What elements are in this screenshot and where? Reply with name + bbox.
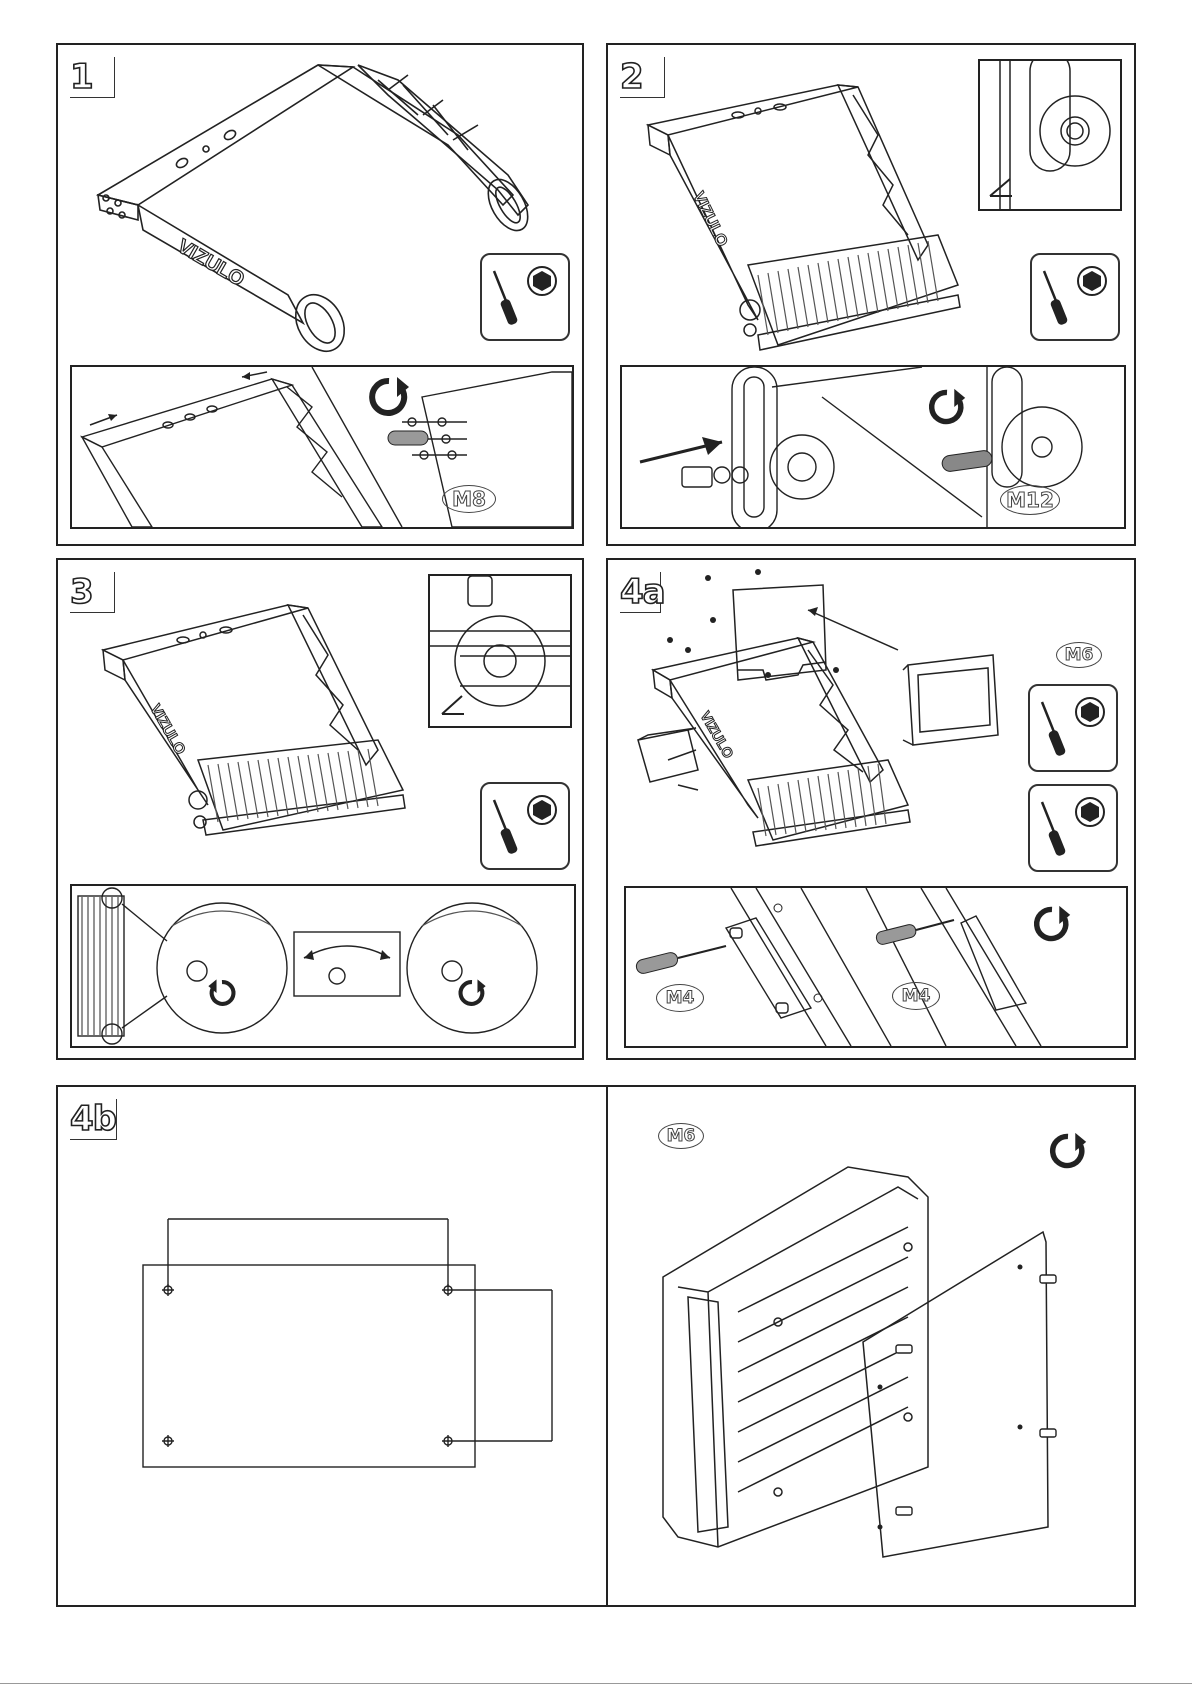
rotate-clockwise-icon [367,375,411,419]
drilling-template-drawing [58,1087,606,1607]
rotate-counterclockwise-icon [207,978,237,1008]
step-3-panel: 3 VIZULO [56,558,584,1060]
mounting-detail-illustration [72,367,572,527]
brand-text: VIZULO [174,235,249,291]
hinge-inset [978,59,1122,211]
rotate-clockwise-icon [457,978,487,1008]
rotate-clockwise-icon [927,387,967,427]
screwdriver-icon [1030,786,1116,870]
rotate-clockwise-icon [1048,1131,1088,1171]
step-4a-panel: 4a [606,558,1136,1060]
step-1-detail: M8 [70,365,574,529]
step-2-panel: 2 VIZULO [606,43,1136,546]
screwdriver-icon [1030,686,1116,770]
bolt-size-label-right: M4 [892,982,940,1010]
tool-box-lower [1028,784,1118,872]
rotate-clockwise-icon [1032,904,1072,944]
bolt-size-label: M8 [442,485,496,513]
screwdriver-icon [482,255,568,339]
screwdriver-icon [482,784,568,868]
brand-text: VIZULO [147,702,189,758]
bolt-size-label: M6 [1056,642,1102,668]
tool-box [480,782,570,870]
tool-box [1030,253,1120,341]
hinge-illustration [980,61,1120,209]
tool-box-upper [1028,684,1118,772]
bolt-size-label: M12 [1000,485,1060,515]
angle-scale-inset [428,574,572,728]
angle-scale-illustration [430,576,570,726]
step-4b-panel: 4b [56,1085,1136,1607]
tilt-adjust-illustration [72,886,574,1046]
bolt-size-label-left: M4 [656,984,704,1012]
step-1-panel: 1 VIZULO [56,43,584,546]
step-3-detail [70,884,576,1048]
brand-text: VIZULO [689,189,730,249]
screwdriver-icon [1032,255,1118,339]
step-4a-detail: M4 M4 [624,886,1128,1048]
bolt-size-label: M6 [658,1123,704,1149]
tool-box [480,253,570,341]
step-2-detail: M12 [620,365,1126,529]
page-edge [0,1683,1192,1684]
